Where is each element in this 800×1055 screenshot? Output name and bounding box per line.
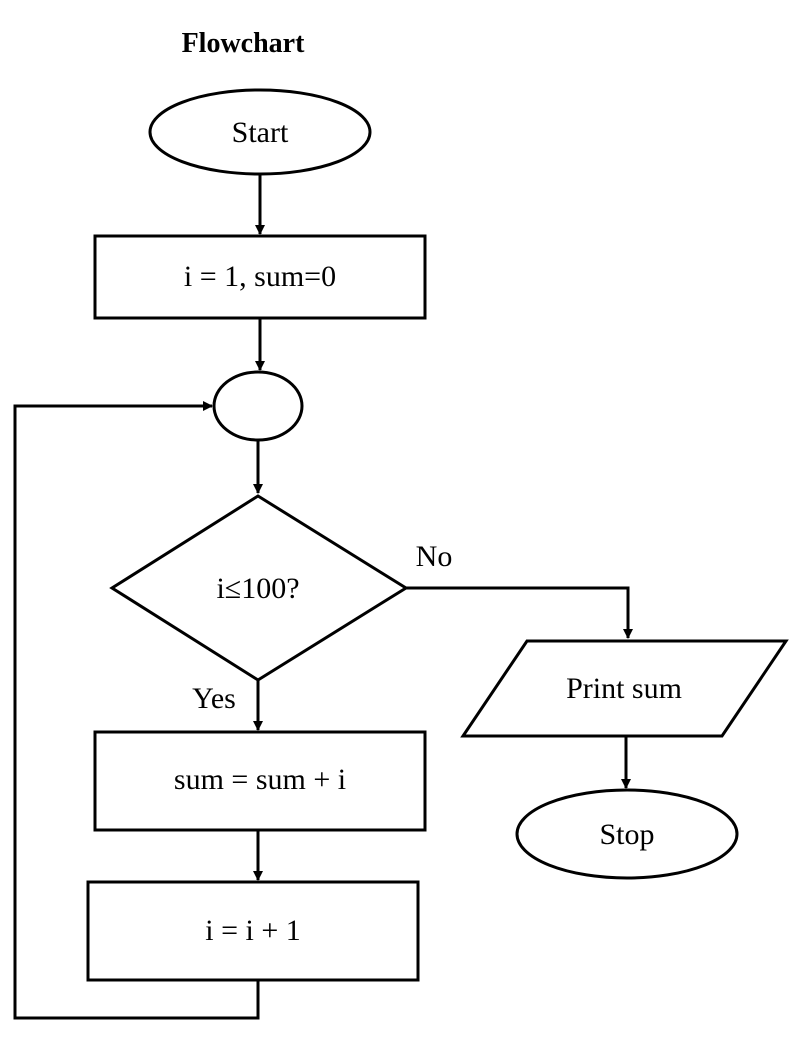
- init-node: i = 1, sum=0: [93, 234, 427, 320]
- init-label: i = 1, sum=0: [184, 260, 336, 293]
- accumulate-label: sum = sum + i: [174, 763, 346, 796]
- yes-label: Yes: [192, 682, 236, 715]
- diagram-title: Flowchart: [182, 28, 306, 59]
- decision-node: i≤100?: [109, 494, 409, 682]
- stop-node: Stop: [515, 788, 739, 880]
- increment-label: i = i + 1: [205, 914, 301, 947]
- edge-decision-no: [406, 586, 633, 639]
- output-node: Print sum: [460, 639, 789, 738]
- edge-loop-back: [13, 401, 260, 1020]
- accumulate-node: sum = sum + i: [93, 730, 427, 832]
- output-label: Print sum: [566, 672, 682, 705]
- decision-label: i≤100?: [216, 572, 299, 605]
- start-label: Start: [232, 116, 289, 149]
- connector-node: [212, 370, 304, 442]
- start-node: Start: [148, 88, 372, 176]
- increment-node: i = i + 1: [86, 880, 420, 982]
- no-label: No: [416, 540, 453, 573]
- stop-label: Stop: [599, 818, 654, 851]
